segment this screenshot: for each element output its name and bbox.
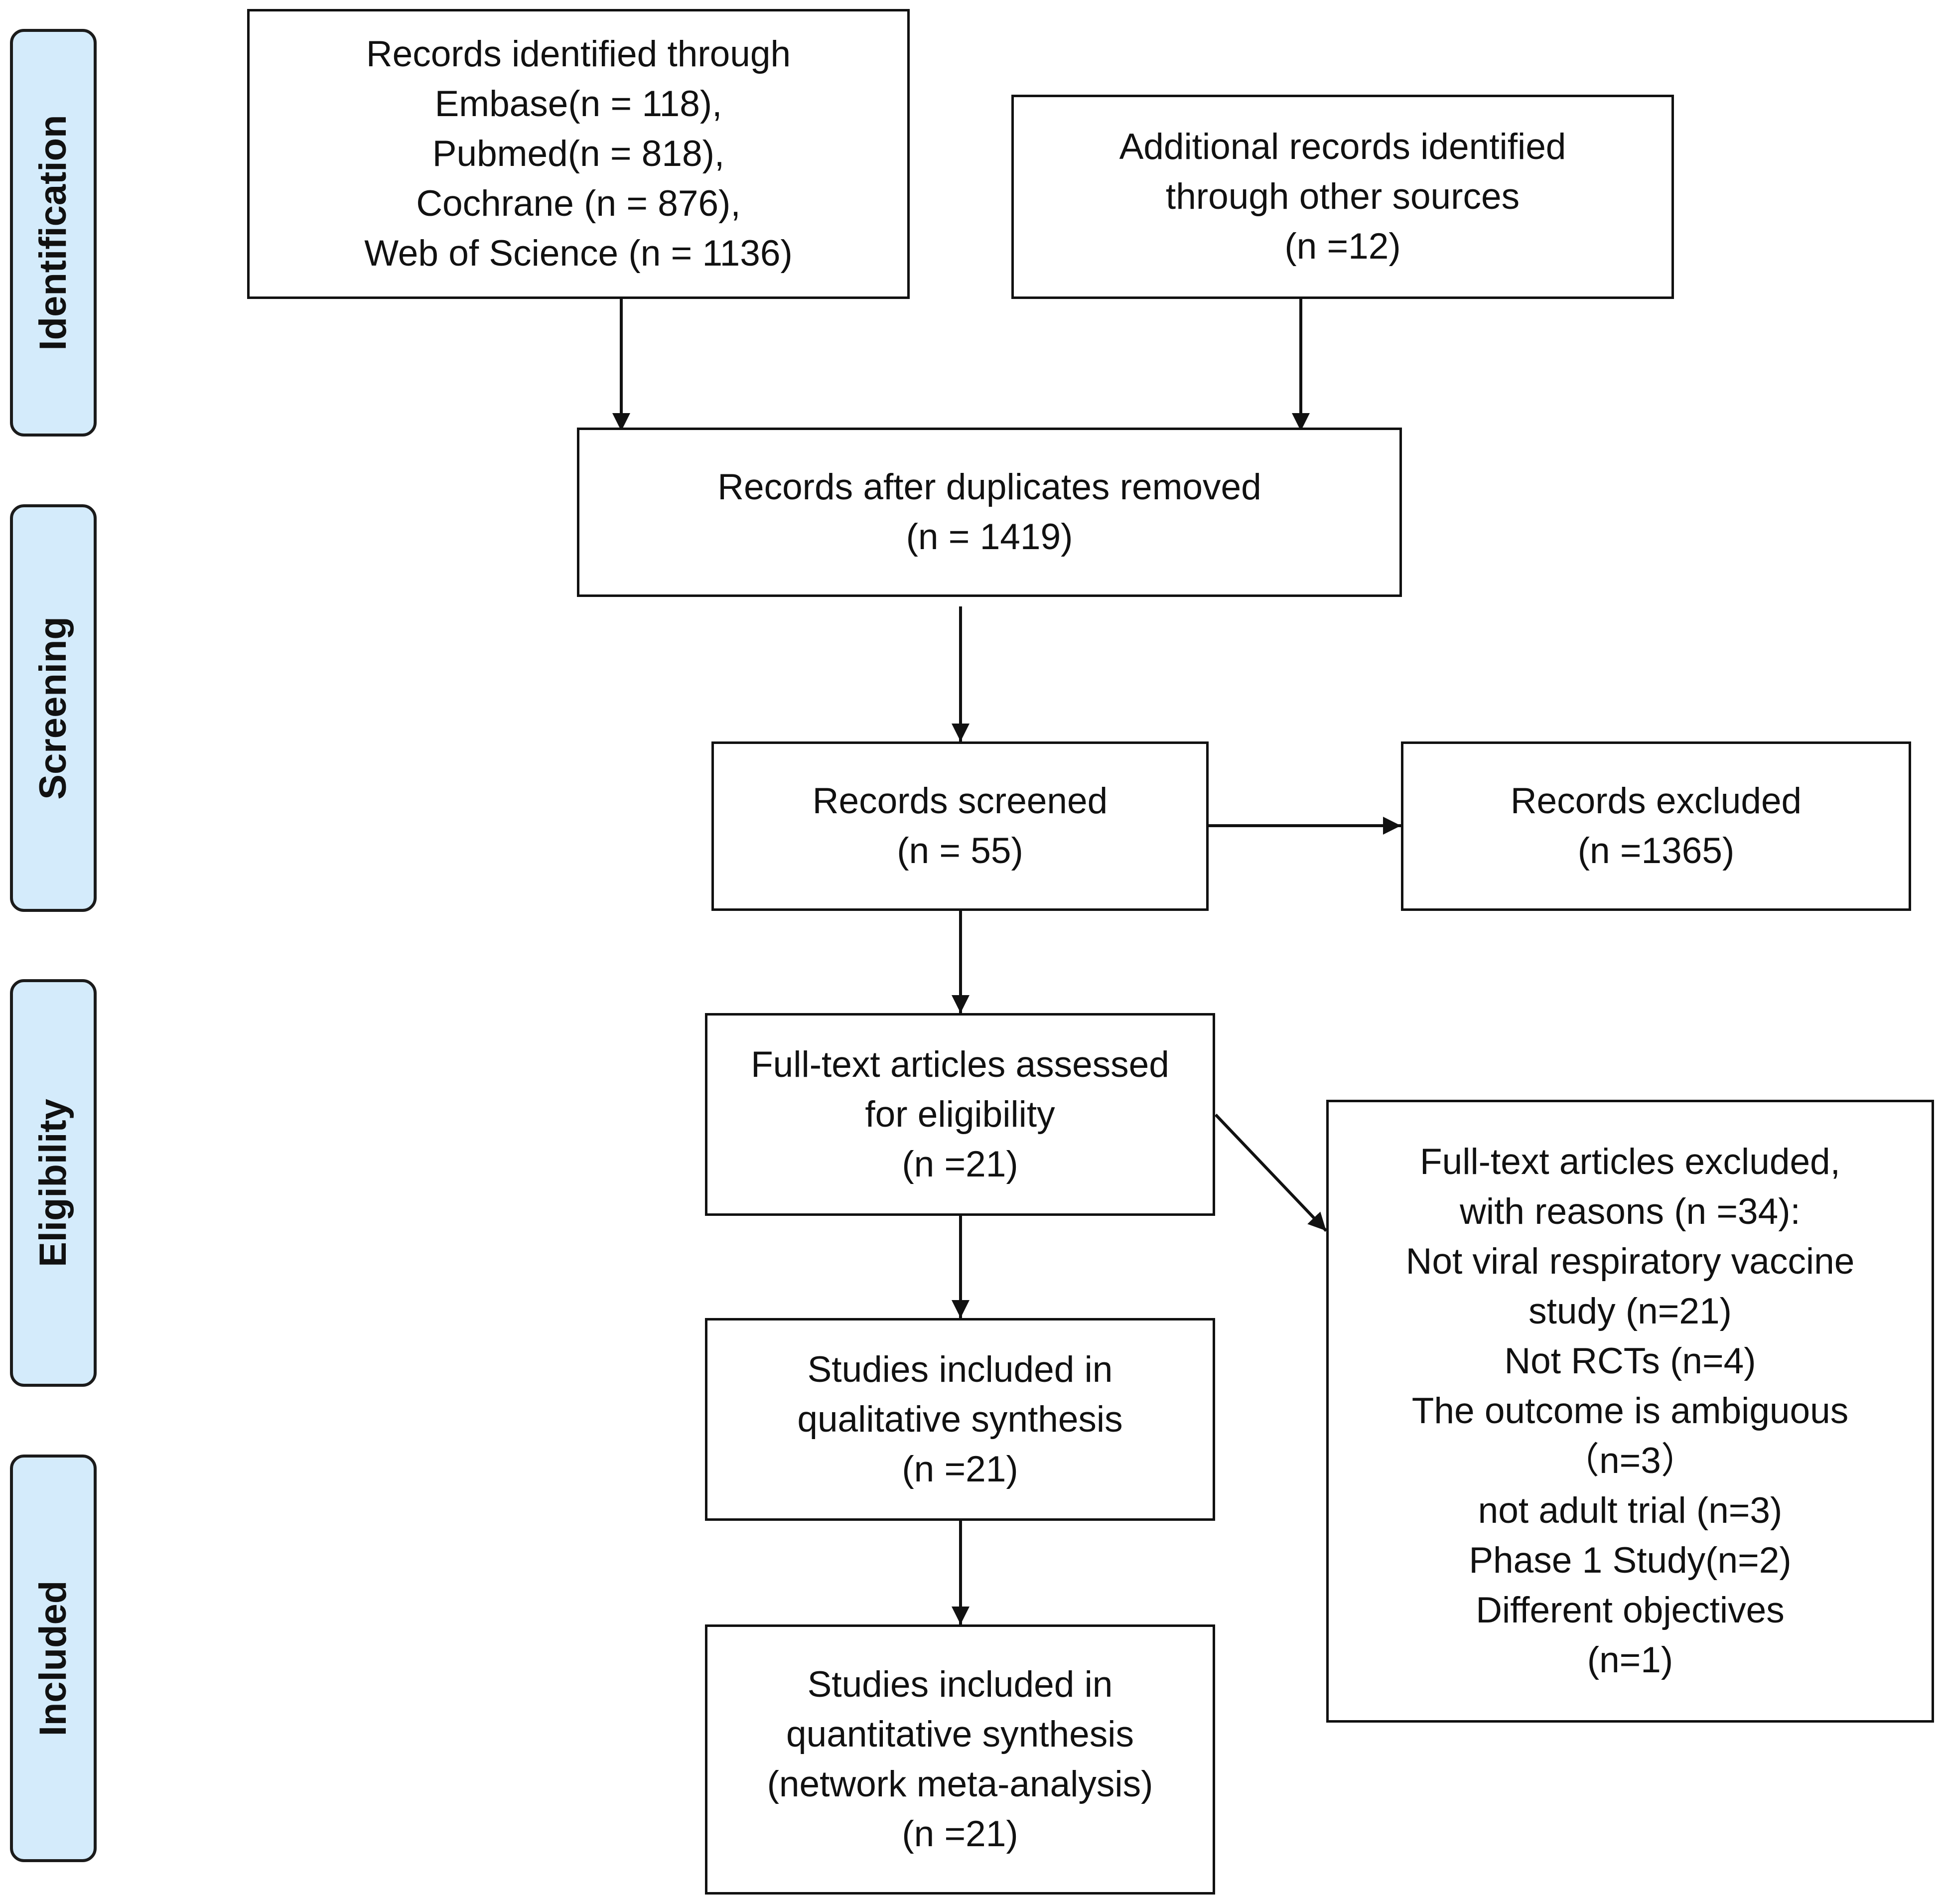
stage-eligibility: Eligibility xyxy=(10,979,97,1387)
box-line: quantitative synthesis xyxy=(786,1714,1134,1755)
box-records-screened: Records screened (n = 55) xyxy=(711,741,1209,911)
box-line: for eligibility xyxy=(865,1094,1055,1135)
box-fulltext-excluded: Full-text articles excluded, with reason… xyxy=(1326,1100,1934,1723)
box-line: (n =21) xyxy=(902,1144,1018,1184)
stage-label: Identification xyxy=(32,115,74,351)
box-line: Records excluded xyxy=(1510,781,1802,821)
box-line: Pubmed(n = 818), xyxy=(432,134,725,174)
box-line: (n=1) xyxy=(1587,1640,1673,1680)
box-line: not adult trial (n=3) xyxy=(1478,1490,1783,1531)
box-quantitative-synthesis: Studies included in quantitative synthes… xyxy=(705,1624,1215,1895)
box-line: Studies included in xyxy=(807,1664,1113,1705)
box-line: Embase(n = 118), xyxy=(434,84,722,124)
box-records-excluded: Records excluded (n =1365) xyxy=(1401,741,1911,911)
box-line: (n =21) xyxy=(902,1814,1018,1854)
box-records-identified: Records identified through Embase(n = 11… xyxy=(247,9,910,299)
box-line: Not RCTs (n=4) xyxy=(1504,1341,1756,1381)
arrow-fulltext-to-excluded xyxy=(1214,1113,1328,1232)
stage-identification: Identification xyxy=(10,29,97,437)
box-line: Phase 1 Study(n=2) xyxy=(1469,1540,1792,1581)
box-line: Studies included in xyxy=(807,1349,1113,1390)
box-line: Full-text articles excluded, xyxy=(1420,1142,1840,1182)
box-line: Different objectives xyxy=(1476,1590,1785,1630)
box-line: with reasons (n =34): xyxy=(1460,1191,1801,1232)
box-line: (network meta-analysis) xyxy=(767,1764,1153,1804)
box-line: study (n=21) xyxy=(1528,1291,1732,1331)
box-line: Not viral respiratory vaccine xyxy=(1405,1241,1855,1282)
box-line: Records screened xyxy=(812,781,1108,821)
box-line: Full-text articles assessed xyxy=(751,1044,1169,1085)
box-line: (n =21) xyxy=(902,1449,1018,1489)
box-line: Records after duplicates removed xyxy=(717,467,1261,507)
box-line: (n =12) xyxy=(1284,226,1401,267)
stage-label: Eligibility xyxy=(32,1099,74,1267)
box-line: (n = 1419) xyxy=(906,517,1073,557)
box-after-duplicates: Records after duplicates removed (n = 14… xyxy=(577,428,1402,597)
box-fulltext-assessed: Full-text articles assessed for eligibil… xyxy=(705,1013,1215,1216)
stage-label: Included xyxy=(32,1580,74,1737)
box-line: The outcome is ambiguous xyxy=(1411,1391,1849,1431)
box-qualitative-synthesis: Studies included in qualitative synthesi… xyxy=(705,1318,1215,1521)
box-line: Web of Science (n = 1136) xyxy=(364,233,793,274)
box-line: （n=3） xyxy=(1563,1441,1697,1481)
box-line: Records identified through xyxy=(366,34,791,74)
stage-included: Included xyxy=(10,1455,97,1862)
box-line: through other sources xyxy=(1165,176,1520,217)
box-line: Cochrane (n = 876), xyxy=(416,183,741,224)
stage-label: Screening xyxy=(32,616,74,800)
box-line: qualitative synthesis xyxy=(797,1399,1123,1440)
box-additional-records: Additional records identified through ot… xyxy=(1011,95,1674,299)
box-line: (n =1365) xyxy=(1577,831,1735,871)
box-line: Additional records identified xyxy=(1119,127,1566,167)
stage-screening: Screening xyxy=(10,504,97,912)
box-line: (n = 55) xyxy=(897,831,1023,871)
